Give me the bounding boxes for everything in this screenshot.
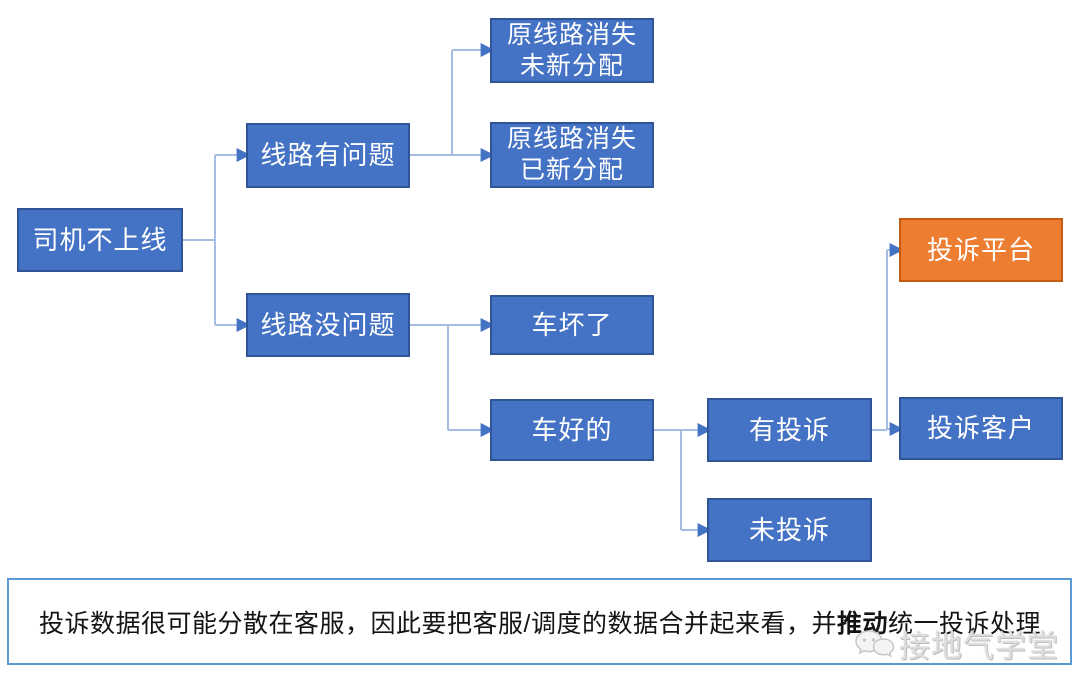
edge-line-problem-branch xyxy=(410,50,453,156)
node-line-no-problem: 线路没问题 xyxy=(246,293,410,357)
edge-line-ok-branch xyxy=(410,324,449,430)
edge-driver-branch xyxy=(183,155,216,325)
node-line-vanished-assigned: 原线路消失 已新分配 xyxy=(490,122,654,188)
note-box: 投诉数据很可能分散在客服，因此要把客服/调度的数据合并起来看，并推动统一投诉处理 xyxy=(7,578,1072,665)
node-has-complaint: 有投诉 xyxy=(707,398,872,462)
edge-has-complaint-branch xyxy=(872,250,888,431)
node-complaint-platform: 投诉平台 xyxy=(899,218,1063,282)
edge-car-ok-branch xyxy=(654,429,682,530)
node-complaint-customer: 投诉客户 xyxy=(899,397,1063,460)
node-car-ok: 车好的 xyxy=(490,399,654,461)
note-text-after: 统一投诉处理 xyxy=(887,609,1041,638)
note-text-before: 投诉数据很可能分散在客服，因此要把客服/调度的数据合并起来看，并 xyxy=(39,609,837,638)
node-no-complaint: 未投诉 xyxy=(707,498,872,562)
node-driver-offline: 司机不上线 xyxy=(17,208,183,272)
note-text-bold: 推动 xyxy=(836,609,888,638)
node-line-vanished-unassigned: 原线路消失 未新分配 xyxy=(490,18,654,83)
node-line-has-problem: 线路有问题 xyxy=(246,123,410,188)
node-car-broken: 车坏了 xyxy=(490,295,654,355)
